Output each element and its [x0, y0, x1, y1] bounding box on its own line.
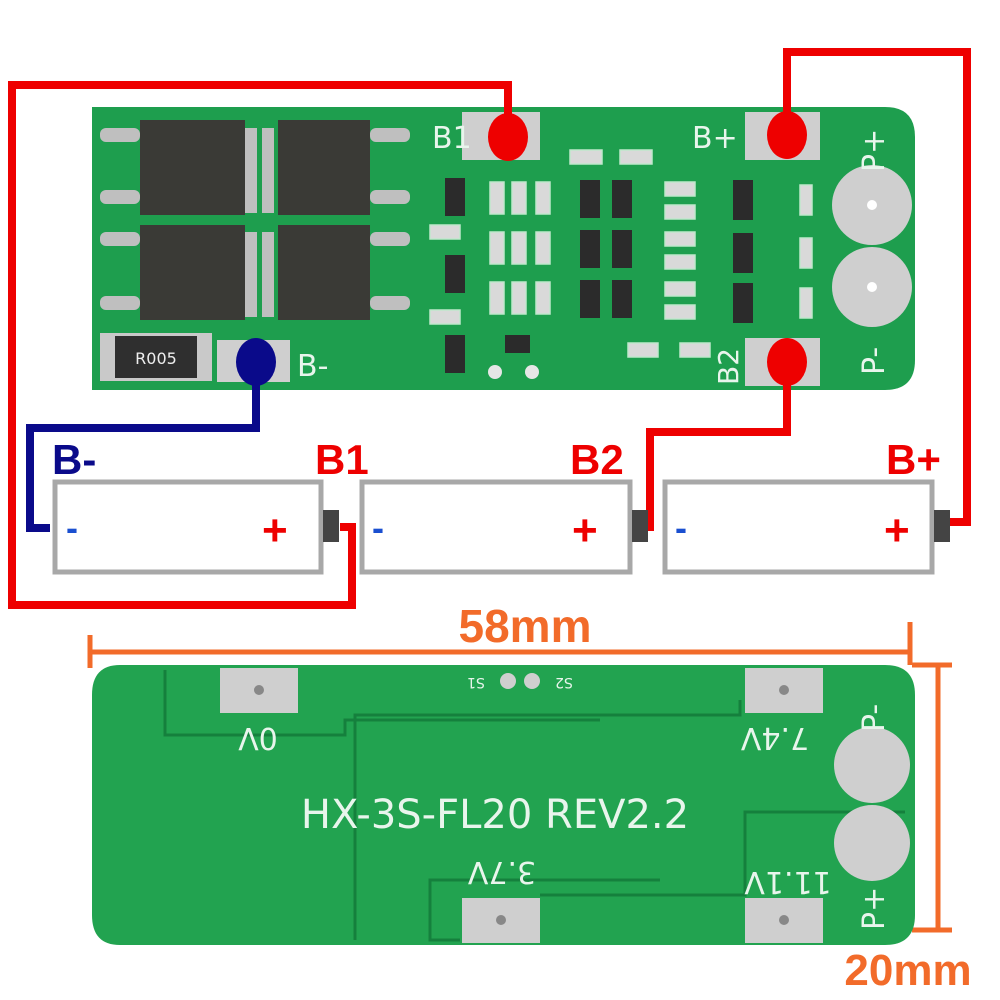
silk-b2: B2 [712, 348, 745, 385]
cell-1: - + [52, 479, 339, 575]
label-bminus: B- [52, 436, 96, 483]
silk-pminus-bottom: P- [857, 704, 892, 732]
mosfet-2 [278, 120, 370, 215]
pad-pplus-bottom [834, 805, 910, 881]
wire-bminus [26, 362, 260, 532]
mosfet-1 [140, 120, 245, 215]
cell-minus: - [66, 507, 78, 548]
silk-3v7: 3.7V [467, 854, 536, 889]
silk-0v: 0V [238, 720, 278, 755]
board-model-label: HX-3S-FL20 REV2.2 [301, 792, 689, 838]
silk-s2: S2 [555, 674, 573, 690]
width-label: 20mm [844, 946, 971, 995]
mosfet-3 [140, 225, 245, 320]
label-bplus: B+ [886, 436, 941, 483]
silk-11v1: 11.1V [744, 864, 832, 899]
smd-components [429, 149, 813, 379]
label-b1: B1 [315, 436, 369, 483]
cell-plus: + [884, 506, 910, 555]
cell-minus: - [675, 507, 687, 548]
solder-dot-bminus [236, 338, 276, 386]
test-point-s1 [500, 673, 516, 689]
silk-b1: B1 [432, 121, 472, 156]
wire-b1 [8, 81, 512, 609]
silk-bminus: B- [297, 349, 328, 384]
silk-s1: S1 [467, 674, 485, 690]
bottom-pcb: HX-3S-FL20 REV2.2 0V 7.4V 3.7V 11.1V P- … [92, 665, 915, 945]
test-point-s2 [524, 673, 540, 689]
pad-pminus-bottom [834, 727, 910, 803]
shunt-resistor: R005 [100, 333, 212, 381]
wire-bplus [783, 48, 971, 526]
silk-7v4: 7.4V [740, 720, 809, 755]
dimension-length [87, 622, 913, 668]
label-b2: B2 [570, 436, 624, 483]
solder-dot-bplus [767, 111, 807, 159]
cell-plus: + [262, 506, 288, 555]
silk-pminus: P- [857, 347, 892, 375]
cell-3: - + [662, 479, 950, 575]
solder-dot-b1 [488, 113, 528, 161]
cell-minus: - [372, 507, 384, 548]
length-label: 58mm [459, 600, 592, 652]
cell-2: - + [359, 479, 648, 575]
mosfet-4 [278, 225, 370, 320]
mosfets [140, 120, 370, 320]
dimension-width [912, 662, 952, 933]
silk-pplus: P+ [857, 129, 892, 172]
shunt-resistor-label: R005 [135, 349, 177, 368]
mosfet-tabs [100, 128, 410, 317]
cell-plus: + [572, 506, 598, 555]
silk-bplus: B+ [692, 121, 738, 156]
silk-pplus-bottom: P+ [857, 887, 892, 930]
solder-dot-b2 [767, 338, 807, 386]
